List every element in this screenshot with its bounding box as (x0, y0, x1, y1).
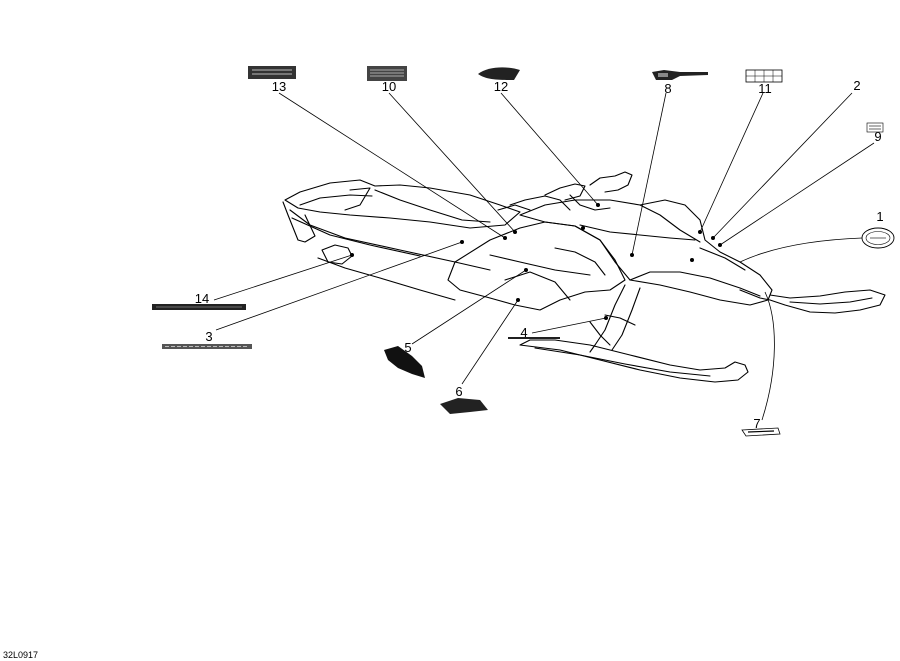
callout-13: 13 (272, 79, 286, 94)
callout-labels: 13 10 12 8 11 2 9 1 14 3 4 5 6 7 (195, 78, 884, 431)
attachment-points (350, 203, 722, 320)
callout-7: 7 (753, 416, 760, 431)
callout-5: 5 (404, 340, 411, 355)
callout-14: 14 (195, 291, 209, 306)
decal-13-thumbnail (248, 66, 296, 79)
decal-14-thumbnail (152, 304, 246, 310)
callout-4: 4 (520, 325, 527, 340)
decal-9-thumbnail (866, 122, 884, 133)
leader-lines (213, 92, 875, 421)
callout-6: 6 (455, 384, 462, 399)
decal-7-thumbnail (741, 427, 781, 437)
callout-11: 11 (758, 81, 772, 96)
callout-2: 2 (853, 78, 860, 93)
decal-8-thumbnail (652, 70, 708, 80)
decal-thumbnails (152, 66, 895, 437)
decal-5-thumbnail (384, 346, 425, 378)
decal-6-thumbnail (440, 398, 488, 414)
callout-9: 9 (874, 129, 881, 144)
decal-10-thumbnail (367, 66, 407, 81)
callout-1: 1 (876, 209, 883, 224)
drawing-code: 32L0917 (3, 650, 38, 660)
callout-12: 12 (494, 79, 508, 94)
callout-3: 3 (205, 329, 212, 344)
decal-12-thumbnail (478, 67, 520, 80)
snowmobile-drawing (282, 171, 886, 383)
callout-8: 8 (664, 81, 671, 96)
decal-3-thumbnail (162, 344, 252, 349)
decal-1-thumbnail (861, 227, 895, 249)
decal-11-thumbnail (745, 69, 783, 83)
callout-10: 10 (382, 79, 396, 94)
